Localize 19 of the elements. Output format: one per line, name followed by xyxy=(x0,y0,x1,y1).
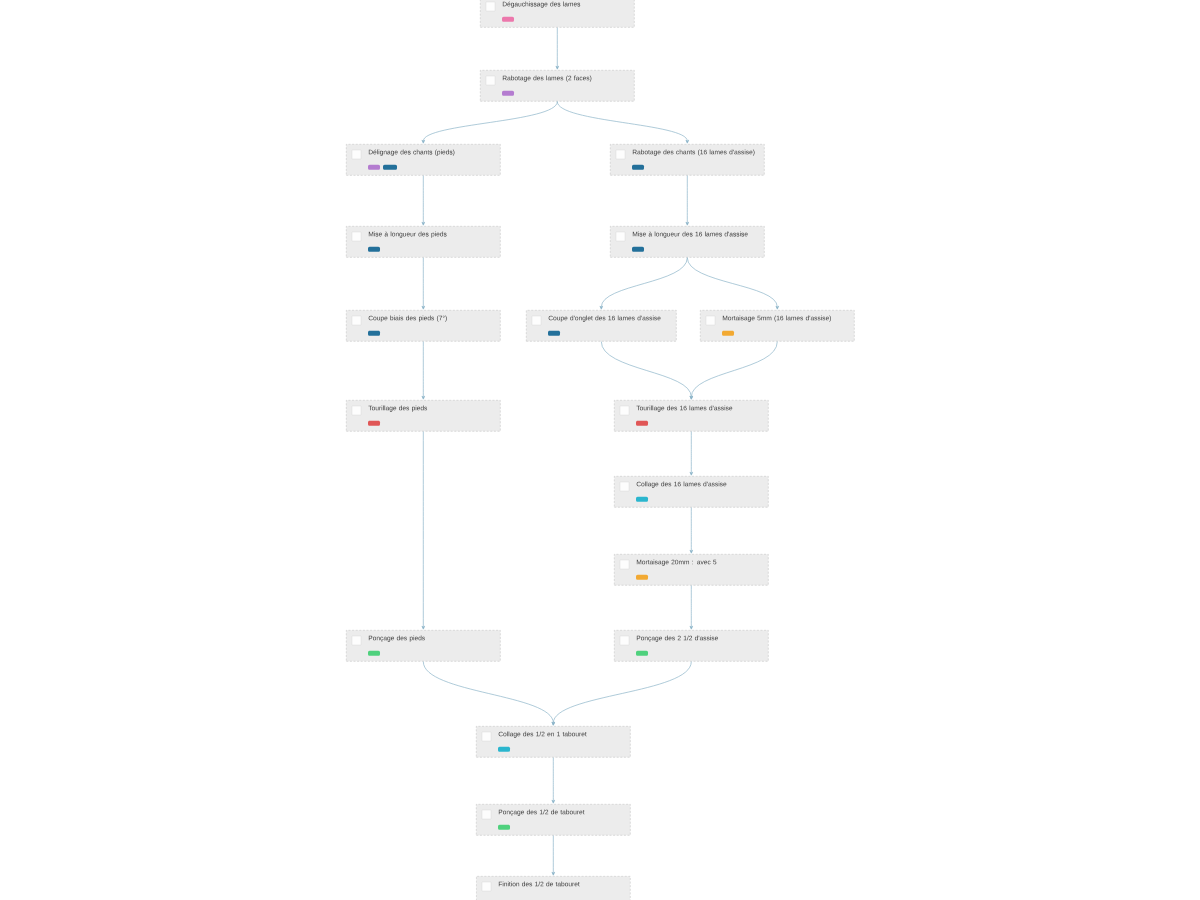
arrow xyxy=(599,257,688,310)
arrow xyxy=(689,585,693,630)
arrow xyxy=(421,175,426,226)
arrow xyxy=(551,757,555,804)
arrow xyxy=(421,431,426,630)
arrow xyxy=(551,835,555,876)
arrow xyxy=(421,341,426,400)
arrow xyxy=(686,257,779,310)
arrow xyxy=(555,27,559,70)
arrow xyxy=(551,661,692,726)
arrow xyxy=(422,661,555,726)
arrow xyxy=(689,507,693,554)
arrow xyxy=(689,431,693,476)
arrow xyxy=(421,101,558,144)
arrow xyxy=(600,341,693,400)
arrow xyxy=(689,341,778,400)
arrow xyxy=(685,175,689,226)
arrow xyxy=(421,257,426,310)
arrow xyxy=(556,101,689,144)
